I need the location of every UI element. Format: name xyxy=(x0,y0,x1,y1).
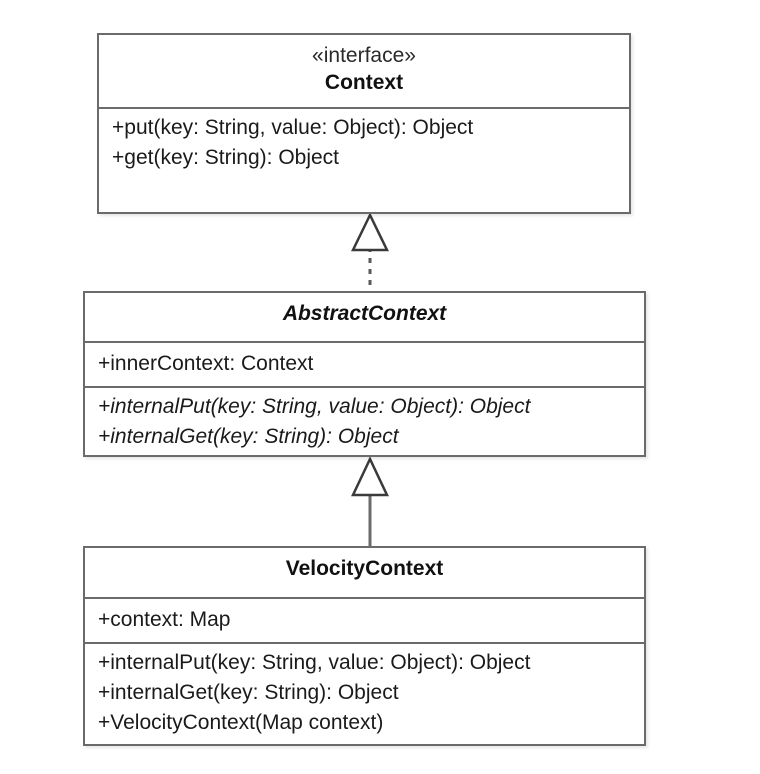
operation-row: +internalPut(key: String, value: Object)… xyxy=(98,395,531,418)
operation-row: +put(key: String, value: Object): Object xyxy=(112,116,474,139)
class-stereotype: «interface» xyxy=(312,44,416,67)
operation-row: +internalGet(key: String): Object xyxy=(98,681,399,704)
class-title: VelocityContext xyxy=(285,557,444,580)
hollow-triangle-arrowhead-icon xyxy=(351,456,389,497)
attribute-row: +context: Map xyxy=(98,608,231,631)
class-title: AbstractContext xyxy=(282,302,447,325)
operation-row: +VelocityContext(Map context) xyxy=(98,711,384,734)
uml-class-velocitycontext[interactable]: VelocityContext +context: Map +internalP… xyxy=(83,546,646,746)
class-operations-context: +put(key: String, value: Object): Object… xyxy=(99,107,629,212)
hollow-triangle-arrowhead-icon xyxy=(351,212,389,252)
relationship-generalization-velocitycontext-to-abstractcontext[interactable] xyxy=(330,455,410,551)
class-header-velocitycontext: VelocityContext xyxy=(85,548,644,597)
class-attributes-velocitycontext: +context: Map xyxy=(85,597,644,642)
class-operations-velocitycontext: +internalPut(key: String, value: Object)… xyxy=(85,642,644,744)
class-title: Context xyxy=(324,71,404,94)
operation-row: +internalGet(key: String): Object xyxy=(98,425,399,448)
operation-row: +internalPut(key: String, value: Object)… xyxy=(98,651,531,674)
operation-row: +get(key: String): Object xyxy=(112,146,340,169)
class-header-abstractcontext: AbstractContext xyxy=(85,293,644,341)
uml-class-context[interactable]: «interface» Context +put(key: String, va… xyxy=(97,33,631,214)
class-operations-abstractcontext: +internalPut(key: String, value: Object)… xyxy=(85,386,644,455)
class-attributes-abstractcontext: +innerContext: Context xyxy=(85,341,644,386)
uml-class-abstractcontext[interactable]: AbstractContext +innerContext: Context +… xyxy=(83,291,646,457)
attribute-row: +innerContext: Context xyxy=(98,352,314,375)
relationship-realization-abstractcontext-to-context[interactable] xyxy=(330,210,410,296)
class-header-context: «interface» Context xyxy=(99,35,629,107)
